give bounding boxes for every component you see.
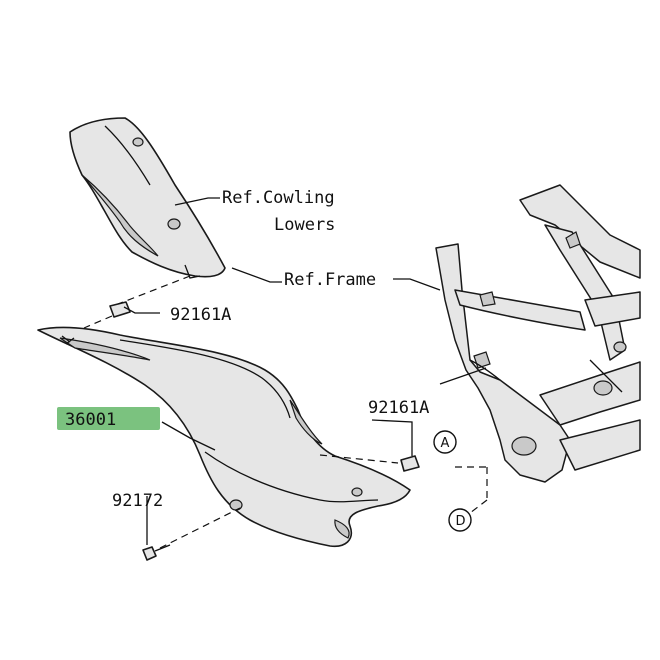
highlight-box [57, 407, 160, 430]
part-number-36001: 36001 [65, 410, 116, 430]
ref-cowling-label-line2: Lowers [274, 215, 335, 235]
grommet-top [109, 301, 131, 318]
part-number-92161a-top: 92161A [170, 305, 231, 325]
callout-d: D [448, 508, 472, 532]
callout-a: A [433, 430, 457, 454]
part-number-36001-box: 36001 [57, 407, 160, 430]
part-number-92161a-right: 92161A [368, 398, 429, 418]
part-number-92172: 92172 [112, 491, 163, 511]
ref-frame-label: Ref.Frame [284, 270, 376, 290]
grommet-right [400, 455, 420, 472]
frame-part [435, 184, 641, 483]
side-cover-part [37, 326, 411, 548]
leader-lines [83, 197, 488, 549]
cowling-lower-part [69, 117, 226, 279]
callout-d-letter: D [456, 514, 466, 529]
callout-a-letter: A [441, 436, 450, 451]
ref-cowling-label: Ref.Cowling [222, 188, 335, 208]
bolt-92172 [142, 544, 171, 561]
